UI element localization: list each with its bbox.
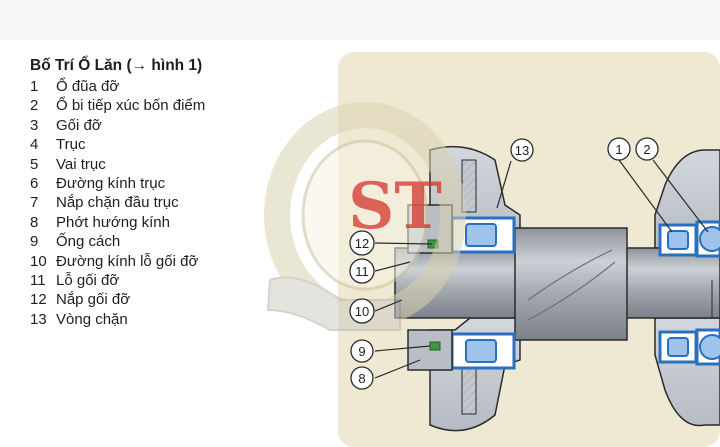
callout-1: 1 xyxy=(607,137,631,161)
callout-8: 8 xyxy=(350,366,374,390)
legend-item: 12 Nắp gối đỡ xyxy=(30,290,330,309)
legend-number: 2 xyxy=(30,97,39,115)
legend-label: Trục xyxy=(56,136,86,154)
callout-9: 9 xyxy=(350,339,374,363)
callout-10-label: 10 xyxy=(355,304,369,319)
legend-item: 13 Vòng chặn xyxy=(30,310,330,329)
legend-number: 6 xyxy=(30,175,39,193)
legend-number: 10 xyxy=(30,252,47,270)
legend-item: 5 Vai trục xyxy=(30,155,330,174)
legend-item: 11 Lỗ gối đỡ xyxy=(30,271,330,290)
legend-label: Lỗ gối đỡ xyxy=(56,272,120,290)
callout-8-label: 8 xyxy=(358,371,365,386)
legend-item: 3 Gối đỡ xyxy=(30,116,330,135)
legend-item: 8 Phớt hướng kính xyxy=(30,213,330,232)
legend-label: Vòng chặn xyxy=(56,310,128,328)
bearing-set-right xyxy=(658,220,720,366)
legend-item: 4 Trục xyxy=(30,135,330,154)
legend-item: 10 Đường kính lỗ gối đỡ xyxy=(30,252,330,271)
callouts: 13 1 2 12 11 10 9 8 xyxy=(349,137,659,390)
callout-11-label: 11 xyxy=(355,264,369,279)
legend: Bố Trí Ổ Lăn (→ hình 1) 1 Ổ đũa đỡ 2 Ổ bi … xyxy=(30,56,330,329)
legend-label: Vai trục xyxy=(56,155,106,173)
shaft xyxy=(394,227,720,341)
legend-item: 7 Nắp chặn đầu trục xyxy=(30,193,330,212)
legend-label: Ống cách xyxy=(56,233,121,251)
legend-number: 12 xyxy=(30,291,47,309)
legend-item: 9 Ống cách xyxy=(30,232,330,251)
legend-label: Đường kính lỗ gối đỡ xyxy=(56,252,199,270)
callout-9-label: 9 xyxy=(358,344,365,359)
callout-2: 2 xyxy=(635,137,659,161)
legend-label: Gối đỡ xyxy=(56,116,102,134)
legend-number: 13 xyxy=(30,310,47,328)
legend-number: 11 xyxy=(30,272,46,290)
legend-number: 1 xyxy=(30,78,39,95)
callout-2-label: 2 xyxy=(643,142,650,157)
legend-title: Bố Trí Ổ Lăn (→ hình 1) xyxy=(30,57,203,74)
callout-12-label: 12 xyxy=(355,236,369,251)
legend-label: Nắp chặn đầu trục xyxy=(56,194,179,212)
callout-12: 12 xyxy=(349,230,375,256)
top-band xyxy=(0,0,720,40)
legend-item: 1 Ổ đũa đỡ xyxy=(30,77,330,96)
legend-number: 7 xyxy=(30,194,39,212)
legend-label: Nắp gối đỡ xyxy=(56,291,131,309)
legend-label: Đường kính trục xyxy=(56,175,166,193)
legend-number: 8 xyxy=(30,213,39,231)
legend-number: 9 xyxy=(30,233,39,251)
callout-11: 11 xyxy=(349,258,375,284)
legend-number: 3 xyxy=(30,116,39,134)
callout-10: 10 xyxy=(349,298,375,324)
legend-label: Phớt hướng kính xyxy=(56,213,170,231)
legend-label: Ổ bi tiếp xúc bốn điểm xyxy=(56,97,206,115)
callout-13: 13 xyxy=(510,138,534,162)
callout-1-label: 1 xyxy=(615,142,622,157)
legend-number: 4 xyxy=(30,136,39,154)
callout-13-label: 13 xyxy=(515,143,529,158)
legend-label: Ổ đũa đỡ xyxy=(56,78,120,95)
legend-number: 5 xyxy=(30,155,39,173)
leader-lines xyxy=(374,159,709,379)
legend-item: 2 Ổ bi tiếp xúc bốn điểm xyxy=(30,96,330,115)
legend-item: 6 Đường kính trục xyxy=(30,174,330,193)
